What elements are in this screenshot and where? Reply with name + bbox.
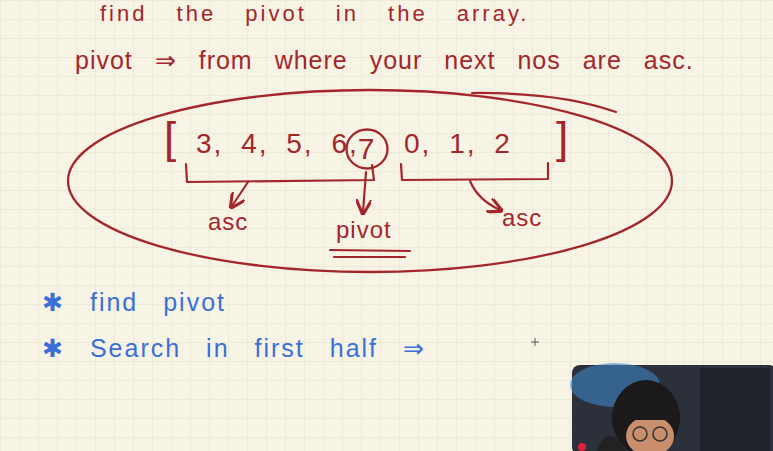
webcam-overlay	[570, 363, 773, 451]
underline	[334, 256, 405, 258]
ellipse-outline	[68, 90, 672, 272]
array-ellipse: [3, 4, 5, 6, 0, 1, 2] 7	[66, 88, 674, 274]
array-bracket: [	[164, 116, 178, 160]
step-note: ✱ find pivot	[42, 290, 226, 315]
pivot-circle: 7	[345, 128, 389, 170]
bracket	[401, 163, 548, 180]
leader-arrow	[363, 172, 366, 212]
underline	[330, 250, 410, 251]
circle-outline	[347, 130, 388, 169]
pivot-value: 7	[358, 134, 377, 164]
leader-arrow	[470, 181, 500, 210]
heading-note: find the pivot in the array.	[100, 3, 529, 25]
definition-note: pivot ⇒ from where your next nos are asc…	[75, 48, 694, 73]
array-values: 3, 4, 5, 6,	[196, 130, 359, 158]
asc-label: asc	[502, 206, 542, 230]
bracket	[186, 164, 374, 182]
ellipse-overstroke	[472, 93, 616, 112]
array-bracket: ]	[556, 116, 570, 160]
asc-label: asc	[208, 210, 248, 234]
leader-arrow	[232, 182, 248, 206]
pivot-label: pivot	[336, 218, 392, 242]
cursor	[531, 338, 539, 346]
step-note: ✱ Search in first half ⇒	[42, 336, 426, 361]
array-ellipse-outline	[66, 88, 674, 274]
array-values: 0, 1, 2	[404, 130, 512, 158]
